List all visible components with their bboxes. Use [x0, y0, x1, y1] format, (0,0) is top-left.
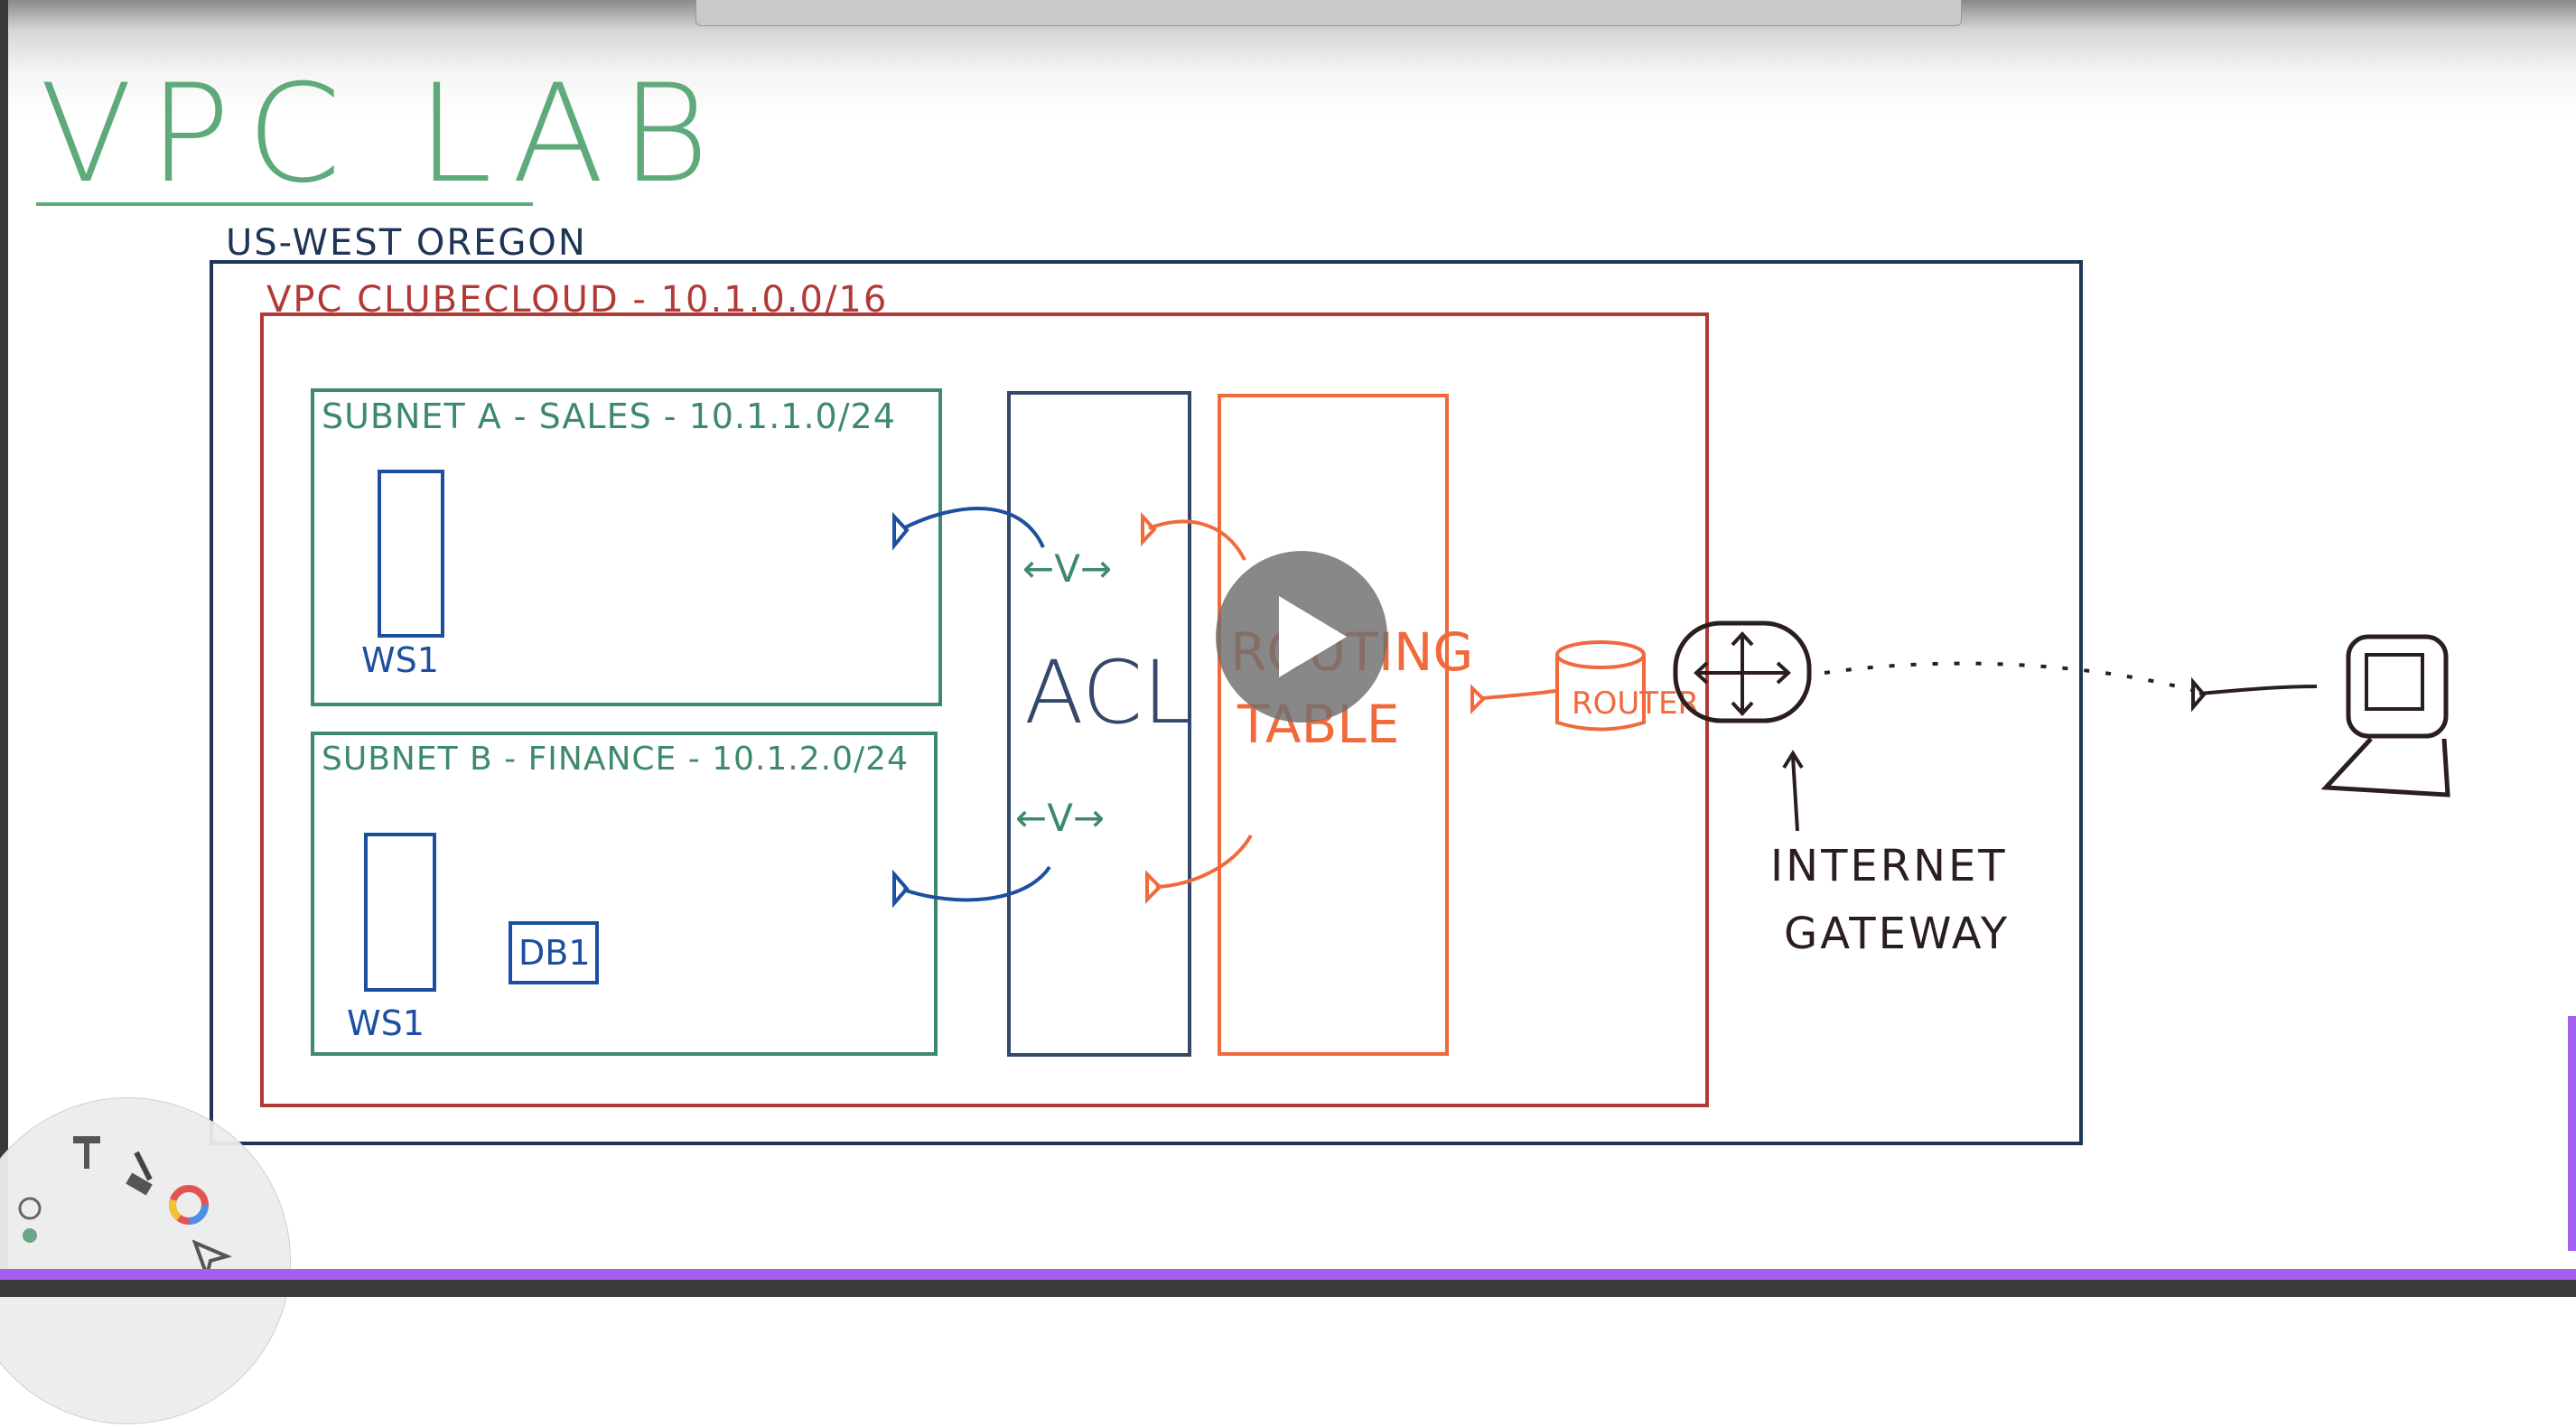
subnet-a-acl-arrow: [902, 506, 1045, 548]
page-title: VPC LAB: [40, 56, 725, 213]
subnet-b-acl-arrow: [902, 865, 1051, 902]
internet-connection-dotted: [1824, 661, 2196, 693]
acl-routing-arrowhead-bottom: [1145, 870, 1162, 904]
acl-label: ACL: [1024, 642, 1191, 743]
subnet-b-box: [311, 732, 938, 1056]
computer-icon: [2320, 634, 2450, 797]
subnet-a-arrowhead: [892, 511, 910, 551]
subnet-b-server: [364, 833, 436, 992]
internet-gateway-icon: [1673, 620, 1812, 723]
database-box: [509, 921, 599, 984]
region-label: US-WEST OREGON: [226, 222, 587, 264]
acl-routing-arrow-bottom: [1155, 835, 1253, 889]
acl-routing-arrowhead-top: [1141, 511, 1157, 547]
right-edge-accent: [2568, 1016, 2576, 1251]
hammer-icon[interactable]: [73, 1136, 100, 1169]
subnet-b-label: SUBNET B - FINANCE - 10.1.2.0/24: [322, 741, 909, 778]
subnet-a-label: SUBNET A - SALES - 10.1.1.0/24: [322, 396, 896, 436]
gateway-label-1: INTERNET: [1770, 841, 2008, 891]
status-dot: [23, 1228, 37, 1243]
computer-arrow: [2198, 685, 2318, 695]
acl-box: [1007, 391, 1191, 1057]
play-icon: [1279, 596, 1347, 677]
radial-tool-menu[interactable]: [0, 1097, 291, 1424]
acl-rule-bottom: ←V→: [1015, 796, 1105, 840]
vpc-box: [260, 312, 1709, 1107]
drawing-toolbar[interactable]: [695, 0, 1962, 26]
subnet-a-box: [311, 388, 942, 706]
subnet-a-server-label: WS1: [361, 640, 439, 680]
window-left-edge: [0, 0, 8, 1297]
router-icon: [1555, 640, 1646, 732]
gateway-pointer-head: [1782, 750, 1804, 769]
player-bottom-bar[interactable]: [0, 1280, 2576, 1297]
router-arrowhead: [1470, 684, 1486, 714]
color-wheel-icon[interactable]: [169, 1185, 209, 1225]
subnet-b-arrowhead: [892, 869, 910, 909]
gateway-label-2: GATEWAY: [1784, 909, 2010, 959]
subnet-b-server-label: WS1: [347, 1003, 425, 1043]
acl-rule-top: ←V→: [1022, 546, 1112, 591]
lock-icon[interactable]: [18, 1197, 42, 1220]
router-routing-arrow: [1480, 689, 1556, 700]
database-label: DB1: [518, 933, 591, 973]
computer-arrowhead: [2191, 676, 2207, 713]
whiteboard-canvas: VPC LAB US-WEST OREGON VPC CLUBECLOUD - …: [36, 56, 2450, 1145]
select-arrow-icon[interactable]: [191, 1239, 233, 1282]
brush-icon[interactable]: [126, 1151, 153, 1196]
region-box: [210, 260, 2083, 1145]
subnet-a-server: [378, 470, 444, 638]
gateway-pointer-arrow: [1791, 756, 1799, 832]
play-button[interactable]: [1216, 551, 1387, 723]
progress-accent-bar: [0, 1269, 2576, 1280]
acl-routing-arrow-top: [1148, 519, 1246, 561]
routing-table-box: [1218, 394, 1449, 1056]
